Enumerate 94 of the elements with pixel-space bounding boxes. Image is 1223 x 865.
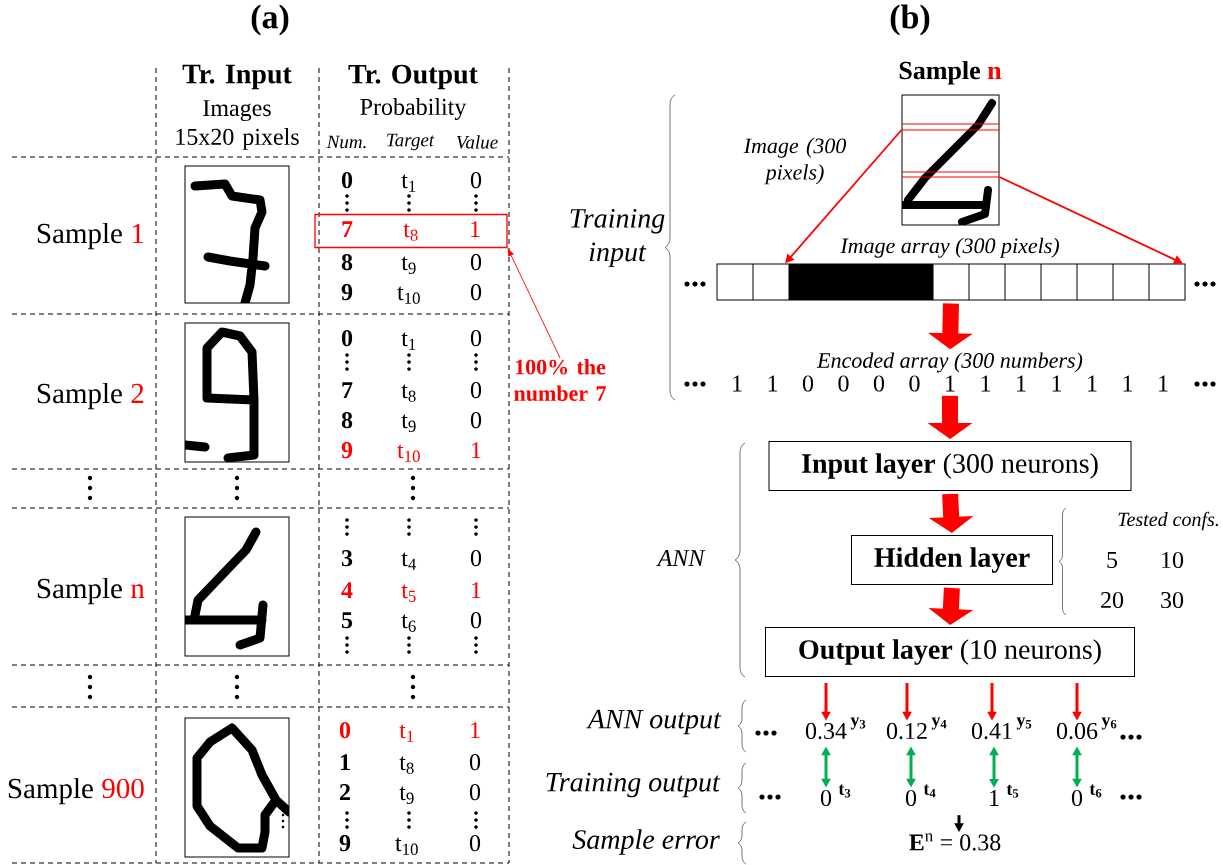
bracket-label: ANN	[656, 550, 706, 566]
row-label: Sample	[37, 577, 122, 605]
value-symbol: t$_{4}$	[923, 784, 936, 798]
bracket-label: ANN output	[586, 709, 722, 735]
table-cell-text: 3	[341, 550, 353, 567]
image-heading: Sample n	[899, 60, 1002, 85]
table-cell-text: t$_{8}$	[401, 384, 416, 402]
table-cell-text: t$_{1}$	[401, 174, 416, 192]
value-symbol: y$_{3}$	[850, 717, 866, 730]
table-cell-text: 1	[471, 722, 480, 738]
table-cell-text: t$_{10}$	[397, 286, 420, 304]
column-subheader: Num.	[326, 135, 366, 149]
value-text: 0	[820, 789, 832, 807]
table-cell-text: 5	[341, 612, 353, 629]
highlight-box: 7 t$_{8}$ 1	[314, 213, 508, 249]
arrow	[998, 176, 1183, 264]
column-header: Tr. Input	[182, 64, 292, 90]
sample-number: 1	[132, 223, 144, 243]
table-cell-text: 0	[470, 412, 482, 429]
table-cell-text: 1	[472, 442, 481, 458]
config-value: 30	[1161, 591, 1184, 609]
table-cell-text: t$_{6}$	[401, 614, 416, 632]
row-label: Sample	[37, 222, 122, 250]
table-cell-text: 0	[470, 550, 482, 567]
value-symbol: y$_{4}$	[931, 717, 947, 730]
row-label: Sample	[8, 777, 93, 805]
encoded-array: Encoded array (300 numbers) 1 1 0 0 0 0 1 1 1 1 1 1 1	[733, 352, 1168, 392]
table-cell-text: t$_{10}$	[395, 837, 418, 855]
table-cell-text: 0	[469, 835, 481, 852]
table-cell-text: 0	[341, 172, 353, 189]
sample-number: n	[130, 584, 145, 598]
value-text: 1	[990, 790, 999, 806]
value-symbol: y$_{6}$	[1101, 717, 1117, 730]
table-cell-text: t$_{9}$	[401, 414, 416, 432]
table-cell-text: 9	[339, 835, 351, 852]
value-text: 0.41	[971, 722, 1012, 740]
value-text: 0.34	[805, 722, 847, 740]
error-value: E$^{n}$ = 0.38	[909, 833, 1001, 851]
table-cell-text: 8	[341, 412, 353, 429]
sample-number: 2	[131, 383, 144, 403]
image-caption: Image (300 pixels)	[743, 137, 847, 185]
table-cell-text: 9	[341, 442, 353, 459]
table-cell-text: 0	[339, 722, 351, 739]
value-symbol: t$_{6}$	[1089, 784, 1102, 798]
table-cell-text: t$_{8}$	[399, 756, 414, 774]
table-cell-text: 4	[341, 582, 353, 598]
value-symbol: t$_{5}$	[1006, 784, 1019, 798]
table-cell-text: 0	[470, 284, 482, 301]
arrow	[507, 248, 561, 359]
annotation-text: 100% the number 7	[514, 359, 606, 401]
table-cell-text: 9	[341, 284, 353, 301]
layer-box: Hidden layer	[851, 535, 1053, 585]
value-symbol: y$_{5}$	[1016, 717, 1032, 730]
value-text: 0	[1071, 789, 1083, 807]
column-subheader: Probability	[360, 98, 467, 120]
sample-number: 900	[102, 778, 144, 799]
table-cell-text: t$_{4}$	[401, 552, 417, 570]
table-cell-text: t$_{10}$	[397, 444, 420, 462]
table-cell-text: 0	[341, 330, 353, 347]
value-text: 0.12	[886, 722, 927, 740]
table-cell-text: t$_{1}$	[399, 724, 414, 742]
panel-label: (b)	[890, 4, 930, 36]
column-subheader: Value	[456, 135, 498, 149]
value-text: 0	[905, 789, 917, 807]
value-text: 0.06	[1056, 722, 1098, 740]
panel-label: (a)	[251, 4, 289, 36]
config-value: 5	[1107, 552, 1118, 568]
table-cell-text: 0	[469, 784, 481, 801]
bracket-label: Training input	[570, 208, 665, 268]
column-subheader: Target	[387, 133, 435, 151]
table-cell-text: t$_{9}$	[399, 786, 414, 804]
value-symbol: t$_{3}$	[838, 784, 851, 798]
table-cell-text: t$_{1}$	[401, 332, 416, 350]
table-cell-text: 0	[470, 330, 482, 347]
table-cell-text: 0	[469, 754, 481, 771]
bracket-label: Tested confs.	[1118, 511, 1218, 531]
bracket-label: Sample error	[572, 829, 720, 855]
table-cell-text: 0	[470, 612, 482, 629]
table-cell-text: t$_{5}$	[401, 584, 416, 602]
config-value: 10	[1162, 551, 1184, 569]
config-value: 20	[1101, 591, 1124, 609]
table-cell-text: 0	[470, 172, 482, 189]
table-cell-text: 7	[342, 382, 353, 398]
layer-box: Output layer (10 neurons)	[765, 627, 1135, 677]
array-heading: Image array (300 pixels)	[840, 237, 1059, 258]
column-subheader: Images 15x20 pixels	[176, 100, 299, 150]
table-cell-text: 2	[340, 784, 350, 800]
row-label: Sample	[37, 382, 122, 410]
table-cell-text: 1	[472, 582, 481, 598]
layer-box: Input layer (300 neurons)	[768, 441, 1132, 491]
table-cell-text: 0	[470, 382, 482, 399]
bracket-label: Training output	[546, 772, 721, 798]
table-cell-text: 1	[340, 754, 350, 770]
column-header: Tr. Output	[348, 64, 478, 90]
